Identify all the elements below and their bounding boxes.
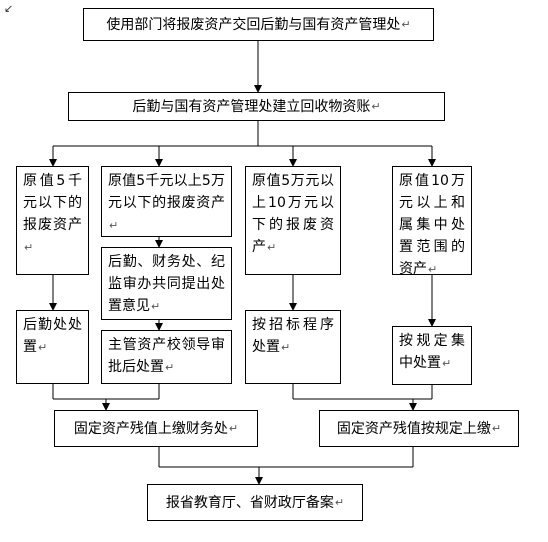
node-regulation-centralized: 按规定集中处置↵ bbox=[392, 326, 472, 385]
node-residual-to-finance: 固定资产残值上缴财务处↵ bbox=[54, 410, 258, 447]
node-regulation-centralized-label: 按规定集中处置 bbox=[399, 333, 465, 371]
node-report-filing-label: 报省教育厅、省财政厅备案 bbox=[165, 494, 334, 511]
node-dept-return-label: 使用部门将报废资产交回后勤与国有资产管理处 bbox=[106, 16, 401, 33]
node-above-100k: 原值10万元以上和属集中处置范围的资产↵ bbox=[392, 166, 472, 277]
node-residual-by-regulation: 固定资产残值按规定上缴↵ bbox=[319, 410, 519, 447]
node-between-50k-100k: 原值5万元以上10万元以下的报废资产↵ bbox=[245, 166, 341, 275]
node-between-5k-50k-label: 原值5千元以上5万元以下的报废资产 bbox=[108, 173, 225, 211]
node-dept-return: 使用部门将报废资产交回后勤与国有资产管理处↵ bbox=[83, 8, 434, 41]
node-joint-opinion: 后勤、财务处、纪监审办共同提出处置意见↵ bbox=[101, 247, 232, 320]
node-leader-approval-label: 主管资产校领导审批后处置 bbox=[108, 337, 225, 375]
node-between-5k-50k: 原值5千元以上5万元以下的报废资产↵ bbox=[101, 166, 232, 237]
node-tender-procedure: 按招标程序处置↵ bbox=[245, 310, 341, 384]
node-below-5k-label: 原值5千元以下的报废资产 bbox=[23, 173, 82, 233]
node-between-50k-100k-label: 原值5万元以上10万元以下的报废资产 bbox=[252, 173, 334, 255]
node-below-5k: 原值5千元以下的报废资产↵ bbox=[16, 166, 89, 275]
node-establish-account: 后勤与国有资产管理处建立回收物资账↵ bbox=[68, 92, 445, 121]
node-establish-account-label: 后勤与国有资产管理处建立回收物资账 bbox=[132, 98, 371, 115]
node-above-100k-label: 原值10万元以上和属集中处置范围的资产 bbox=[399, 173, 465, 277]
node-report-filing: 报省教育厅、省财政厅备案↵ bbox=[147, 484, 363, 521]
corner-mark: ↙ bbox=[4, 2, 14, 15]
node-residual-by-regulation-label: 固定资产残值按规定上缴 bbox=[336, 420, 491, 437]
node-leader-approval: 主管资产校领导审批后处置↵ bbox=[101, 330, 232, 384]
node-logistics-dispose: 后勤处处置↵ bbox=[16, 310, 89, 384]
node-tender-procedure-label: 按招标程序处置 bbox=[252, 317, 334, 355]
node-residual-to-finance-label: 固定资产残值上缴财务处 bbox=[73, 420, 228, 437]
node-logistics-dispose-label: 后勤处处置 bbox=[23, 317, 82, 355]
node-joint-opinion-label: 后勤、财务处、纪监审办共同提出处置意见 bbox=[108, 254, 225, 314]
